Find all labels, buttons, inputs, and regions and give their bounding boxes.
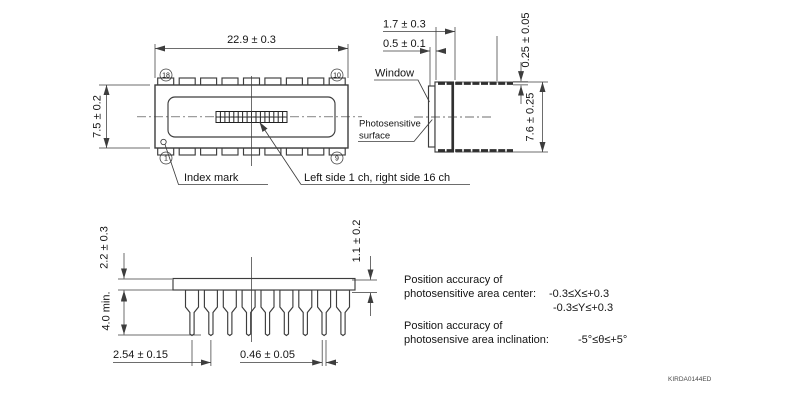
photosensitive-label-2: surface <box>359 131 390 142</box>
dim-standoff: 1.1 ± 0.2 <box>351 220 377 316</box>
dim-body-height: 7.6 ± 0.25 <box>456 81 548 153</box>
note-center-line2: photosensitive area center: <box>404 288 536 300</box>
svg-text:1: 1 <box>164 156 168 163</box>
note-center-line1: Position accuracy of <box>404 274 503 286</box>
channel-label: Left side 1 ch, right side 16 ch <box>304 172 450 184</box>
dim-lead-thickness-label: 0.25 ± 0.05 <box>520 13 532 68</box>
channel-callout: Left side 1 ch, right side 16 ch <box>259 121 470 185</box>
dim-lead-width: 0.46 ± 0.05 <box>240 340 338 366</box>
dim-body-thickness: 2.2 ± 0.3 <box>99 226 184 301</box>
photosensitive-label-1: Photosensitive <box>359 119 421 130</box>
pin-number-9: 9 <box>330 151 344 165</box>
dim-lead-length: 4.0 min. <box>101 291 201 336</box>
window-callout: Window <box>374 68 430 103</box>
note-center-y-range: -0.3≤Y≤+0.3 <box>553 302 613 314</box>
dim-body-height-label: 7.6 ± 0.25 <box>525 93 537 142</box>
index-mark-label: Index mark <box>184 172 239 184</box>
pin-number-10: 10 <box>330 68 344 82</box>
dim-standoff-label: 1.1 ± 0.2 <box>351 220 363 263</box>
dim-package-height: 7.5 ± 0.2 <box>92 84 150 149</box>
dim-lead-thickness: 0.25 ± 0.05 <box>513 13 532 104</box>
dim-width-label: 22.9 ± 0.3 <box>227 34 276 46</box>
dim-window-thickness-label: 0.5 ± 0.1 <box>383 38 426 50</box>
dim-package-width: 22.9 ± 0.3 <box>154 34 349 78</box>
note-incl-range: -5°≤θ≤+5° <box>578 334 627 346</box>
svg-text:10: 10 <box>333 73 341 80</box>
index-mark <box>160 138 167 146</box>
position-accuracy-notes: Position accuracy of photosensitive area… <box>404 274 627 346</box>
dim-window-thickness: 0.5 ± 0.1 <box>383 38 446 86</box>
window-label: Window <box>375 68 414 80</box>
dim-lead-pitch: 2.54 ± 0.15 <box>113 340 212 366</box>
dim-height-label: 7.5 ± 0.2 <box>92 95 104 138</box>
top-view: 22.9 ± 0.3 7.5 ± 0.2 18 10 1 9 <box>92 34 470 185</box>
note-incl-line1: Position accuracy of <box>404 320 503 332</box>
front-view-leads <box>184 289 351 337</box>
index-mark-callout: Index mark <box>160 138 268 185</box>
dim-surface-depth-label: 1.7 ± 0.3 <box>383 19 426 31</box>
note-center-x-range: -0.3≤X≤+0.3 <box>549 288 609 300</box>
dim-body-thickness-label: 2.2 ± 0.3 <box>99 226 111 269</box>
photosensitive-callout: Photosensitive surface <box>358 119 433 142</box>
pin-number-18: 18 <box>159 68 173 82</box>
svg-text:18: 18 <box>162 73 170 80</box>
dim-lead-length-label: 4.0 min. <box>101 291 113 330</box>
note-incl-line2: photosensive area inclination: <box>404 334 549 346</box>
side-view: 1.7 ± 0.3 0.5 ± 0.1 0.25 ± 0.05 7.6 ± 0.… <box>358 13 548 153</box>
window-glass <box>427 85 436 148</box>
front-view: 2.2 ± 0.3 4.0 min. 1.1 ± 0.2 2.54 ± 0.15… <box>99 220 377 366</box>
dim-lead-pitch-label: 2.54 ± 0.15 <box>113 349 168 361</box>
pin-number-1: 1 <box>159 151 173 165</box>
front-body <box>172 277 356 291</box>
drawing-code: KIRDA0144ED <box>668 376 712 383</box>
svg-text:9: 9 <box>335 156 339 163</box>
dim-lead-width-label: 0.46 ± 0.05 <box>240 349 295 361</box>
